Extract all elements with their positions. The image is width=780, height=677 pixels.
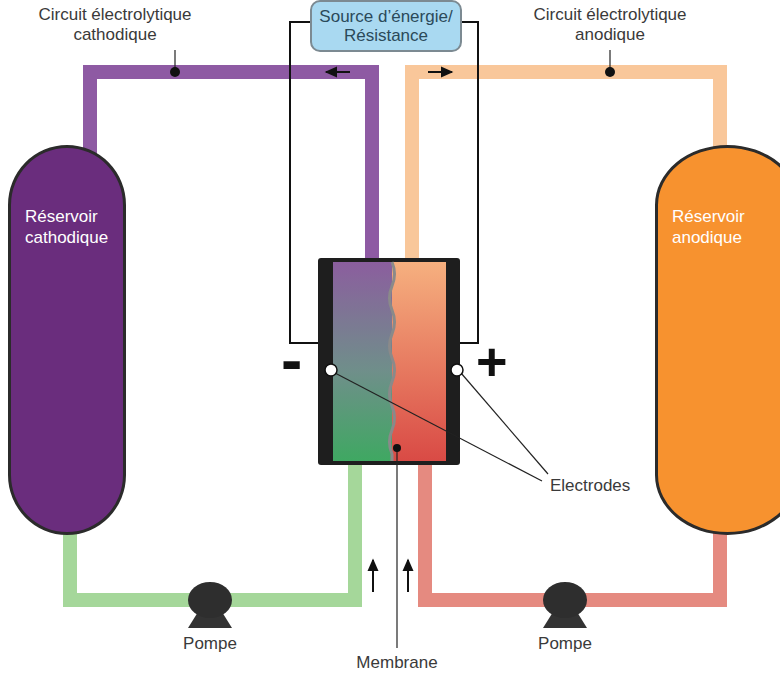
cell-housing [318, 258, 460, 465]
flow-arrow [372, 560, 374, 592]
circuit-label: Circuit électrolytique cathodique [15, 5, 215, 45]
membrane-marker [393, 444, 401, 452]
cathode-tank: Réservoir cathodique [8, 145, 126, 535]
node-text: Réservoir anodique [672, 206, 780, 248]
electrode-marker [325, 364, 337, 376]
flow-arrow [407, 560, 409, 592]
pipe-marker [170, 67, 180, 77]
polarity-sign: - [281, 328, 302, 392]
cathode-half-cell [333, 262, 392, 461]
node-text: Réservoir cathodique [25, 206, 113, 248]
anode-tank: Réservoir anodique [655, 145, 780, 535]
wire [460, 22, 478, 343]
part-label: Membrane [347, 653, 447, 673]
pump [543, 582, 587, 618]
leader-line [335, 373, 542, 481]
anode-half-cell [392, 262, 446, 461]
part-label: Pompe [535, 634, 595, 654]
leader-line [396, 448, 397, 648]
wire [290, 22, 318, 343]
circuit-label: Circuit électrolytique anodique [505, 5, 715, 45]
flow-arrow [326, 71, 350, 73]
membrane [390, 262, 395, 461]
pipe-marker [605, 67, 615, 77]
node-text: Source d’énergie/ Résistance [318, 7, 454, 45]
flow-arrow [428, 71, 452, 73]
polarity-sign: + [476, 334, 508, 388]
electrode-marker [451, 364, 463, 376]
pump [188, 582, 232, 618]
leader-line [461, 373, 548, 474]
part-label: Pompe [180, 634, 240, 654]
cathode-pipe-top [90, 72, 372, 262]
part-label: Electrodes [550, 476, 630, 496]
power-source-box: Source d’énergie/ Résistance [310, 0, 462, 52]
